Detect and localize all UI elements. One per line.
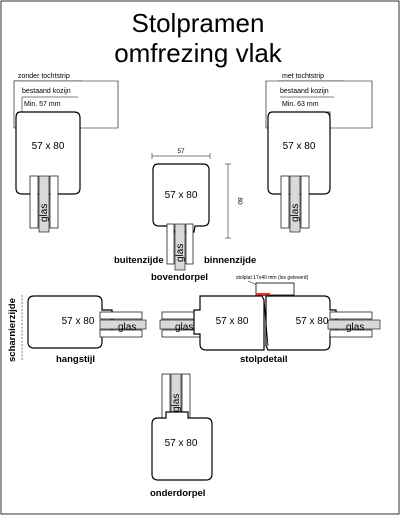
- seal-strip: [256, 293, 270, 296]
- stolplat: [255, 282, 295, 296]
- glass-hangstijl: [99, 319, 147, 330]
- label-bovendorpel: bovendorpel: [151, 272, 208, 283]
- label-bestaand-kozijn-right: bestaand kozijn: [280, 88, 329, 95]
- profile-bovendorpel-size: 57 x 80: [165, 190, 198, 201]
- label-binnenzijde: binnenzijde: [204, 255, 256, 266]
- dim-width: 57: [177, 148, 185, 155]
- label-bestaand-kozijn-left: bestaand kozijn: [22, 88, 71, 95]
- glass-bovendorpel: [174, 223, 186, 271]
- glass-label-top-left: glas: [39, 204, 50, 222]
- profile-top-left: [15, 111, 81, 195]
- profile-stolp-left: [193, 295, 265, 351]
- glass-top-right: [289, 175, 301, 233]
- profile-stolp-right-size: 57 x 80: [296, 316, 329, 327]
- glass-label-bovendorpel: glas: [175, 244, 186, 262]
- label-scharnierzijde: scharnierzijde: [7, 298, 18, 362]
- profile-top-left-size: 57 x 80: [32, 141, 65, 152]
- profile-onderdorpel: [151, 411, 213, 481]
- profile-hangstijl: [27, 295, 113, 349]
- label-stolpdetail: stolpdetail: [240, 354, 288, 365]
- profile-hangstijl-size: 57 x 80: [62, 316, 95, 327]
- detail-met-tochtstrip: met tochtstrip bestaand kozijn Min. 63 m…: [265, 73, 373, 233]
- glass-label-onderdorpel: glas: [171, 394, 182, 412]
- title-line-1: Stolpramen: [132, 8, 265, 38]
- detail-hangstijl: 57 x 80 glas hangstijl: [27, 295, 147, 365]
- detail-zonder-tochtstrip: zonder tochtstrip bestaand kozijn Min. 5…: [13, 73, 119, 233]
- label-met-tochtstrip: met tochtstrip: [282, 73, 324, 80]
- glass-label-stolp-left: glas: [175, 322, 193, 333]
- label-hangstijl: hangstijl: [56, 354, 95, 365]
- label-stolplat: stolplat 17x40 mm (los geleverd): [236, 275, 309, 281]
- detail-stolpdetail: stolplat 17x40 mm (los geleverd) glas 57…: [159, 275, 381, 365]
- profile-bovendorpel: [152, 163, 210, 233]
- dim-height: 80: [236, 197, 243, 205]
- label-min-57: Min. 57 mm: [24, 101, 61, 108]
- detail-onderdorpel: glas 57 x 80 onderdorpel: [150, 373, 213, 499]
- label-buitenzijde: buitenzijde: [114, 255, 164, 266]
- profile-top-right: [267, 111, 331, 195]
- label-onderdorpel: onderdorpel: [150, 488, 205, 499]
- profile-onderdorpel-size: 57 x 80: [165, 438, 198, 449]
- glass-label-stolp-right: glas: [346, 322, 364, 333]
- profile-stolp-left-size: 57 x 80: [216, 316, 249, 327]
- detail-bovendorpel: 57 80 57 x 80 glas buitenzijde binnenzij…: [114, 148, 256, 283]
- glass-label-hangstijl: glas: [118, 322, 136, 333]
- label-zonder-tochtstrip: zonder tochtstrip: [18, 73, 70, 80]
- profile-top-right-size: 57 x 80: [283, 141, 316, 152]
- glass-top-left: [38, 175, 50, 233]
- title-line-2: omfrezing vlak: [114, 38, 283, 68]
- glass-stolp-right: [327, 319, 381, 330]
- label-min-63: Min. 63 mm: [282, 101, 319, 108]
- glass-label-top-right: glas: [290, 204, 301, 222]
